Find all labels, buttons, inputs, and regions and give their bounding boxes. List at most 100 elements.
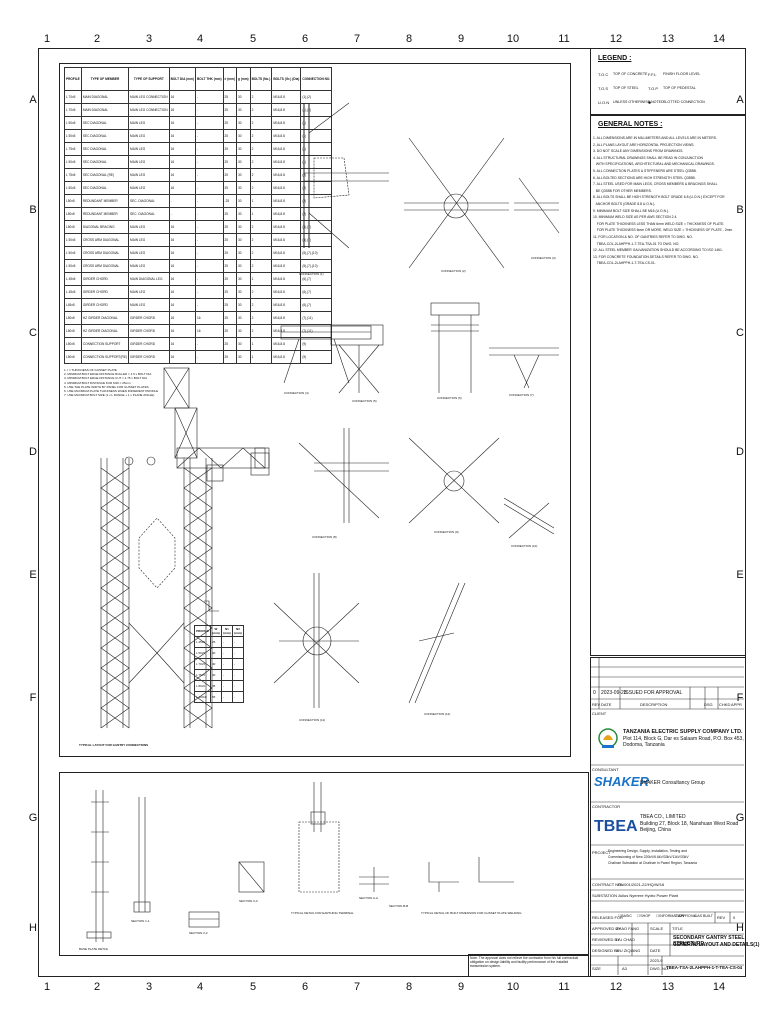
grid-row-label: A <box>736 94 744 106</box>
table-cell: L 50x5 <box>193 647 212 659</box>
contract-no-value: PA/001/2021-22/HQ/W/16 <box>618 882 665 887</box>
structural-details-drawing: CONNECTION (1) CONNECTION (2) CONNECTION… <box>79 102 560 747</box>
table-cell: 55 <box>210 691 222 703</box>
table-cell: 40 <box>210 658 222 670</box>
caption-connection-10: CONNECTION (10) <box>511 544 537 548</box>
grid-column-label: 13 <box>661 981 675 993</box>
revision-header-cell: DATE <box>601 702 612 707</box>
grid-column-label: 7 <box>353 981 361 993</box>
general-note-line: 12. ALL STEEL MEMBER GALVANIZATION SHOUL… <box>593 248 723 253</box>
released-option-label: INFORMATION <box>659 914 685 918</box>
revision-header-cell: REV <box>592 702 601 707</box>
caption-connection-11: CONNECTION (11) <box>299 718 325 722</box>
connection-3-detail <box>514 177 560 234</box>
general-note-line: 3. DO NOT SCALE ANY DIMENSIONS FROM DRAW… <box>593 149 684 154</box>
checkbox-icon: ☐ <box>618 914 622 918</box>
grid-row-label: G <box>28 812 38 824</box>
general-note-line: 11. FOR LOCATION & NO. OF GANTRIES REFER… <box>593 234 693 239</box>
base-column-detail <box>86 790 112 942</box>
lower-drawing-area <box>59 772 589 956</box>
grid-row-label: B <box>29 204 37 216</box>
gantry-center-hexagon <box>138 517 176 589</box>
profile-table-header-cell: BOLT THK (mm) <box>194 67 224 91</box>
grid-column-label: 12 <box>609 33 623 45</box>
caption-section-2-2: SECTION 2-2 <box>189 931 208 935</box>
legend-code: F.F.L <box>648 72 657 77</box>
profile-table-header-cell: BOLT DIA (mm) <box>168 67 196 91</box>
revision-header-cell: DSG <box>704 702 713 707</box>
legend-description: TOP OF CONCRETE <box>613 72 648 76</box>
connection-5-detail <box>330 324 384 394</box>
footnote-line: 3. MINIMUM BOLT EDGE DISTANCE CUT = 1.75… <box>64 376 148 381</box>
caption-connection-2: CONNECTION (2) <box>441 269 466 273</box>
scale-label: SCALE <box>650 926 664 931</box>
revision-date: 2023-09-23 <box>601 690 627 696</box>
checkbox-icon: ☐ <box>656 914 660 918</box>
section-2-2 <box>188 911 220 928</box>
general-note-line: 8. ALL BOLTS SHALL BE HIGH STRENGTH BOLT… <box>593 195 725 200</box>
general-notes-list: 1. ALL DIMENSIONS ARE IN MILLIMETERS AND… <box>593 135 741 267</box>
connection-6-detail <box>430 302 480 393</box>
general-note-line: WITH SPECIFICATIONS, ARCHITECTURAL AND M… <box>593 162 715 167</box>
contractor-address-2: Beijing, China <box>640 827 671 833</box>
legend-code: T.O.P <box>648 86 659 91</box>
designed-by-label: DESIGNED BY <box>592 948 620 953</box>
grid-column-label: 11 <box>558 981 570 993</box>
grid-column-label: 2 <box>93 981 101 993</box>
caption-earthing-terminal: TYPICAL DETAIL FOR EARTHING TERMINAL <box>291 911 354 915</box>
project-label: PROJECT <box>592 850 611 855</box>
connection-12-detail <box>408 582 466 704</box>
grid-column-label: 14 <box>712 981 726 993</box>
grid-row-label: C <box>736 327 744 339</box>
general-note-line: 13. FOR CONCRETE FOUNDATION DETAILS REFE… <box>593 254 699 259</box>
general-note-line: ANCHOR BOLTS (GRADE 8.8 U.O.N.). <box>593 201 656 206</box>
size-value: A3 <box>622 966 627 971</box>
legend-code: ✱ <box>648 100 652 105</box>
table-cell: CONNECTION SUPPORT(RE) <box>80 350 130 364</box>
grid-row-label: E <box>736 569 744 581</box>
general-note-line: TBEA-COL-2LAHPPH-1-T-TEA-CS-01. <box>593 261 656 266</box>
table-cell: - <box>220 658 233 670</box>
substation-value: Julius Nyerere Hydro Power Plant <box>618 893 679 898</box>
checkbox-icon: ☐ <box>637 914 641 918</box>
small-table-header-cell: N2 (mm) <box>231 625 245 637</box>
general-note-line: 9. MINIMUM BOLT SIZE SHALL BE M16 (U.O.N… <box>593 208 670 213</box>
table-cell: - <box>231 669 245 681</box>
caption-connection-12: CONNECTION (12) <box>424 712 450 716</box>
table-cell: - <box>220 691 233 703</box>
footnote-line: 5. USE THE PLATE WIDTH BY PANEL FOR GUSS… <box>64 384 149 389</box>
released-for-label: RELEASED FOR <box>592 915 623 920</box>
grid-column-label: 5 <box>249 33 257 45</box>
approved-by-label: APPROVED BY <box>592 926 621 931</box>
table-cell: 25 <box>222 311 238 325</box>
contract-no-label: CONTRACT NO.: <box>592 882 624 887</box>
table-cell: - <box>220 647 233 659</box>
table-cell: L 75x5 <box>193 669 212 681</box>
grid-column-label: 4 <box>196 981 204 993</box>
table-cell: - <box>231 658 245 670</box>
grid-column-label: 10 <box>506 981 520 993</box>
footnote-line: 2. MINIMUM BOLT EDGE DISTANCE ROLLED = 1… <box>64 372 152 377</box>
footnote-line: 1. t = THICKNESS OF GUSSET PLATE <box>64 368 117 372</box>
table-cell: - <box>220 636 233 648</box>
reviewed-by-label: REVIEWED BY <box>592 937 620 942</box>
legend-description: UNLESS OTHERWISE NOTED <box>613 100 664 104</box>
date-label: DATE <box>650 948 661 953</box>
caption-section-a-a: SECTION A-A <box>359 896 378 900</box>
caption-connection-4: CONNECTION (4) <box>284 391 309 395</box>
legend-code: T.O.S <box>598 86 609 91</box>
caption-connection-7: CONNECTION (7) <box>509 393 534 397</box>
table-cell: 16 <box>168 350 196 364</box>
general-note-line: FOR PLATE THICKNESS LESS THAN 6mm WELD S… <box>593 221 725 226</box>
drawing-title-line-1: SECONDARY GANTRY STEEL STRUCTURE <box>673 935 745 947</box>
grid-column-label: 3 <box>145 33 153 45</box>
table-cell: GIRDER CHORD <box>128 350 170 364</box>
section-3-3 <box>238 861 265 893</box>
footnote-line: 7. USE MAXIMUM BOLT SIZE (1 x L RANGE + … <box>64 393 155 398</box>
